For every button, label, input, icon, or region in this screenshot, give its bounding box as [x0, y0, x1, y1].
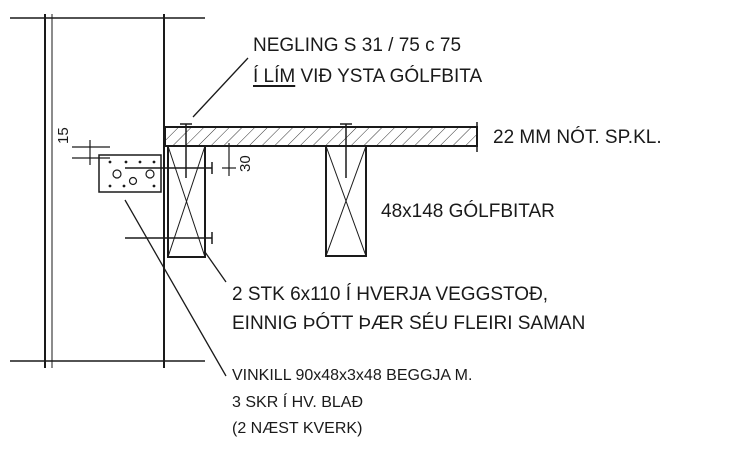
wall-stud	[10, 14, 205, 368]
bracket-note-line2: 3 SKR Í HV. BLAÐ	[232, 394, 364, 411]
screws-note-line1: 2 STK 6x110 Í HVERJA VEGGSTOÐ,	[232, 284, 549, 305]
nails	[180, 123, 192, 178]
screws	[125, 162, 213, 244]
floorboard-label: 22 MM NÓT. SP.KL.	[493, 127, 662, 148]
bracket-note-line3: (2 NÆST KVERK)	[232, 420, 363, 437]
angle-bracket	[98, 154, 162, 193]
dimension-15	[72, 140, 110, 165]
nailing-note-line2-rest: VIÐ YSTA GÓLFBITA	[295, 66, 483, 87]
nailing-note-line2: Í LÍM VIÐ YSTA GÓLFBITA	[253, 67, 482, 86]
dimension-15-label: 15	[55, 127, 72, 144]
floorboard	[164, 122, 478, 152]
floor-joist	[325, 123, 367, 257]
nailing-note-line1: NEGLING S 31 / 75 c 75	[253, 35, 462, 56]
dimension-30-label: 30	[237, 155, 254, 172]
leader-lines	[124, 57, 249, 377]
screws-note-line2: EINNIG ÞÓTT ÞÆR SÉU FLEIRI SAMAN	[232, 313, 586, 334]
dimension-30	[222, 143, 236, 176]
bracket-note-line1: VINKILL 90x48x3x48 BEGGJA M.	[232, 367, 473, 384]
joist-label: 48x148 GÓLFBITAR	[381, 201, 555, 222]
glue-text: Í LÍM	[253, 66, 296, 87]
